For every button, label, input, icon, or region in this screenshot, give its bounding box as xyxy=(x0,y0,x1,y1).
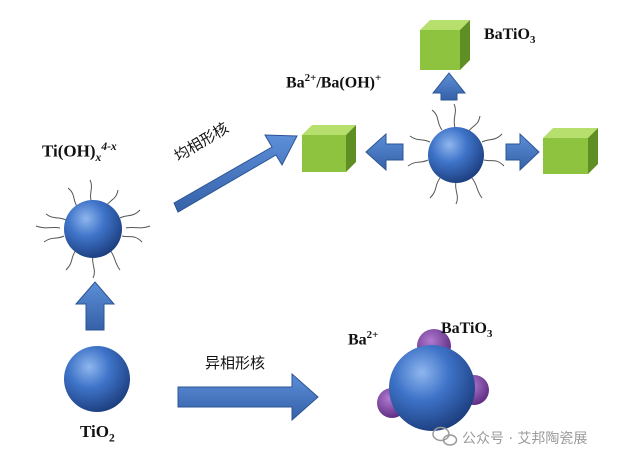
cube-top xyxy=(420,20,470,70)
label-tioh: Ti(OH)x4-x xyxy=(42,140,117,165)
arrow-up-from-tio2 xyxy=(74,281,116,331)
label-ba-baoh: Ba2+/Ba(OH)+ xyxy=(286,72,382,92)
sphere-cluster-core xyxy=(389,345,475,431)
label-heterogeneous-nucleation: 异相形核 xyxy=(205,354,266,372)
label-tio2: TiO2 xyxy=(80,422,115,445)
sphere-tio2 xyxy=(64,346,130,412)
cluster-heterogeneous xyxy=(377,329,489,431)
sphere-center-with-ligands xyxy=(407,103,505,205)
cube-right xyxy=(543,128,598,174)
arrow-heterogeneous xyxy=(177,372,319,422)
watermark-text: 公众号 · 艾邦陶瓷展 xyxy=(462,431,588,447)
sphere-left xyxy=(64,200,122,258)
sphere-center xyxy=(428,127,484,183)
arrow-right-to-cube xyxy=(505,132,540,172)
wechat-icon xyxy=(432,426,458,446)
cube-left xyxy=(302,125,356,172)
label-batio3-bottom: BaTiO3 xyxy=(441,320,493,341)
arrow-left-to-cube xyxy=(365,132,404,172)
label-batio3-top: BaTiO3 xyxy=(484,26,536,47)
arrow-homogeneous xyxy=(173,134,298,213)
arrow-up-to-cube xyxy=(431,72,467,101)
label-ba2plus: Ba2+ xyxy=(348,329,379,349)
